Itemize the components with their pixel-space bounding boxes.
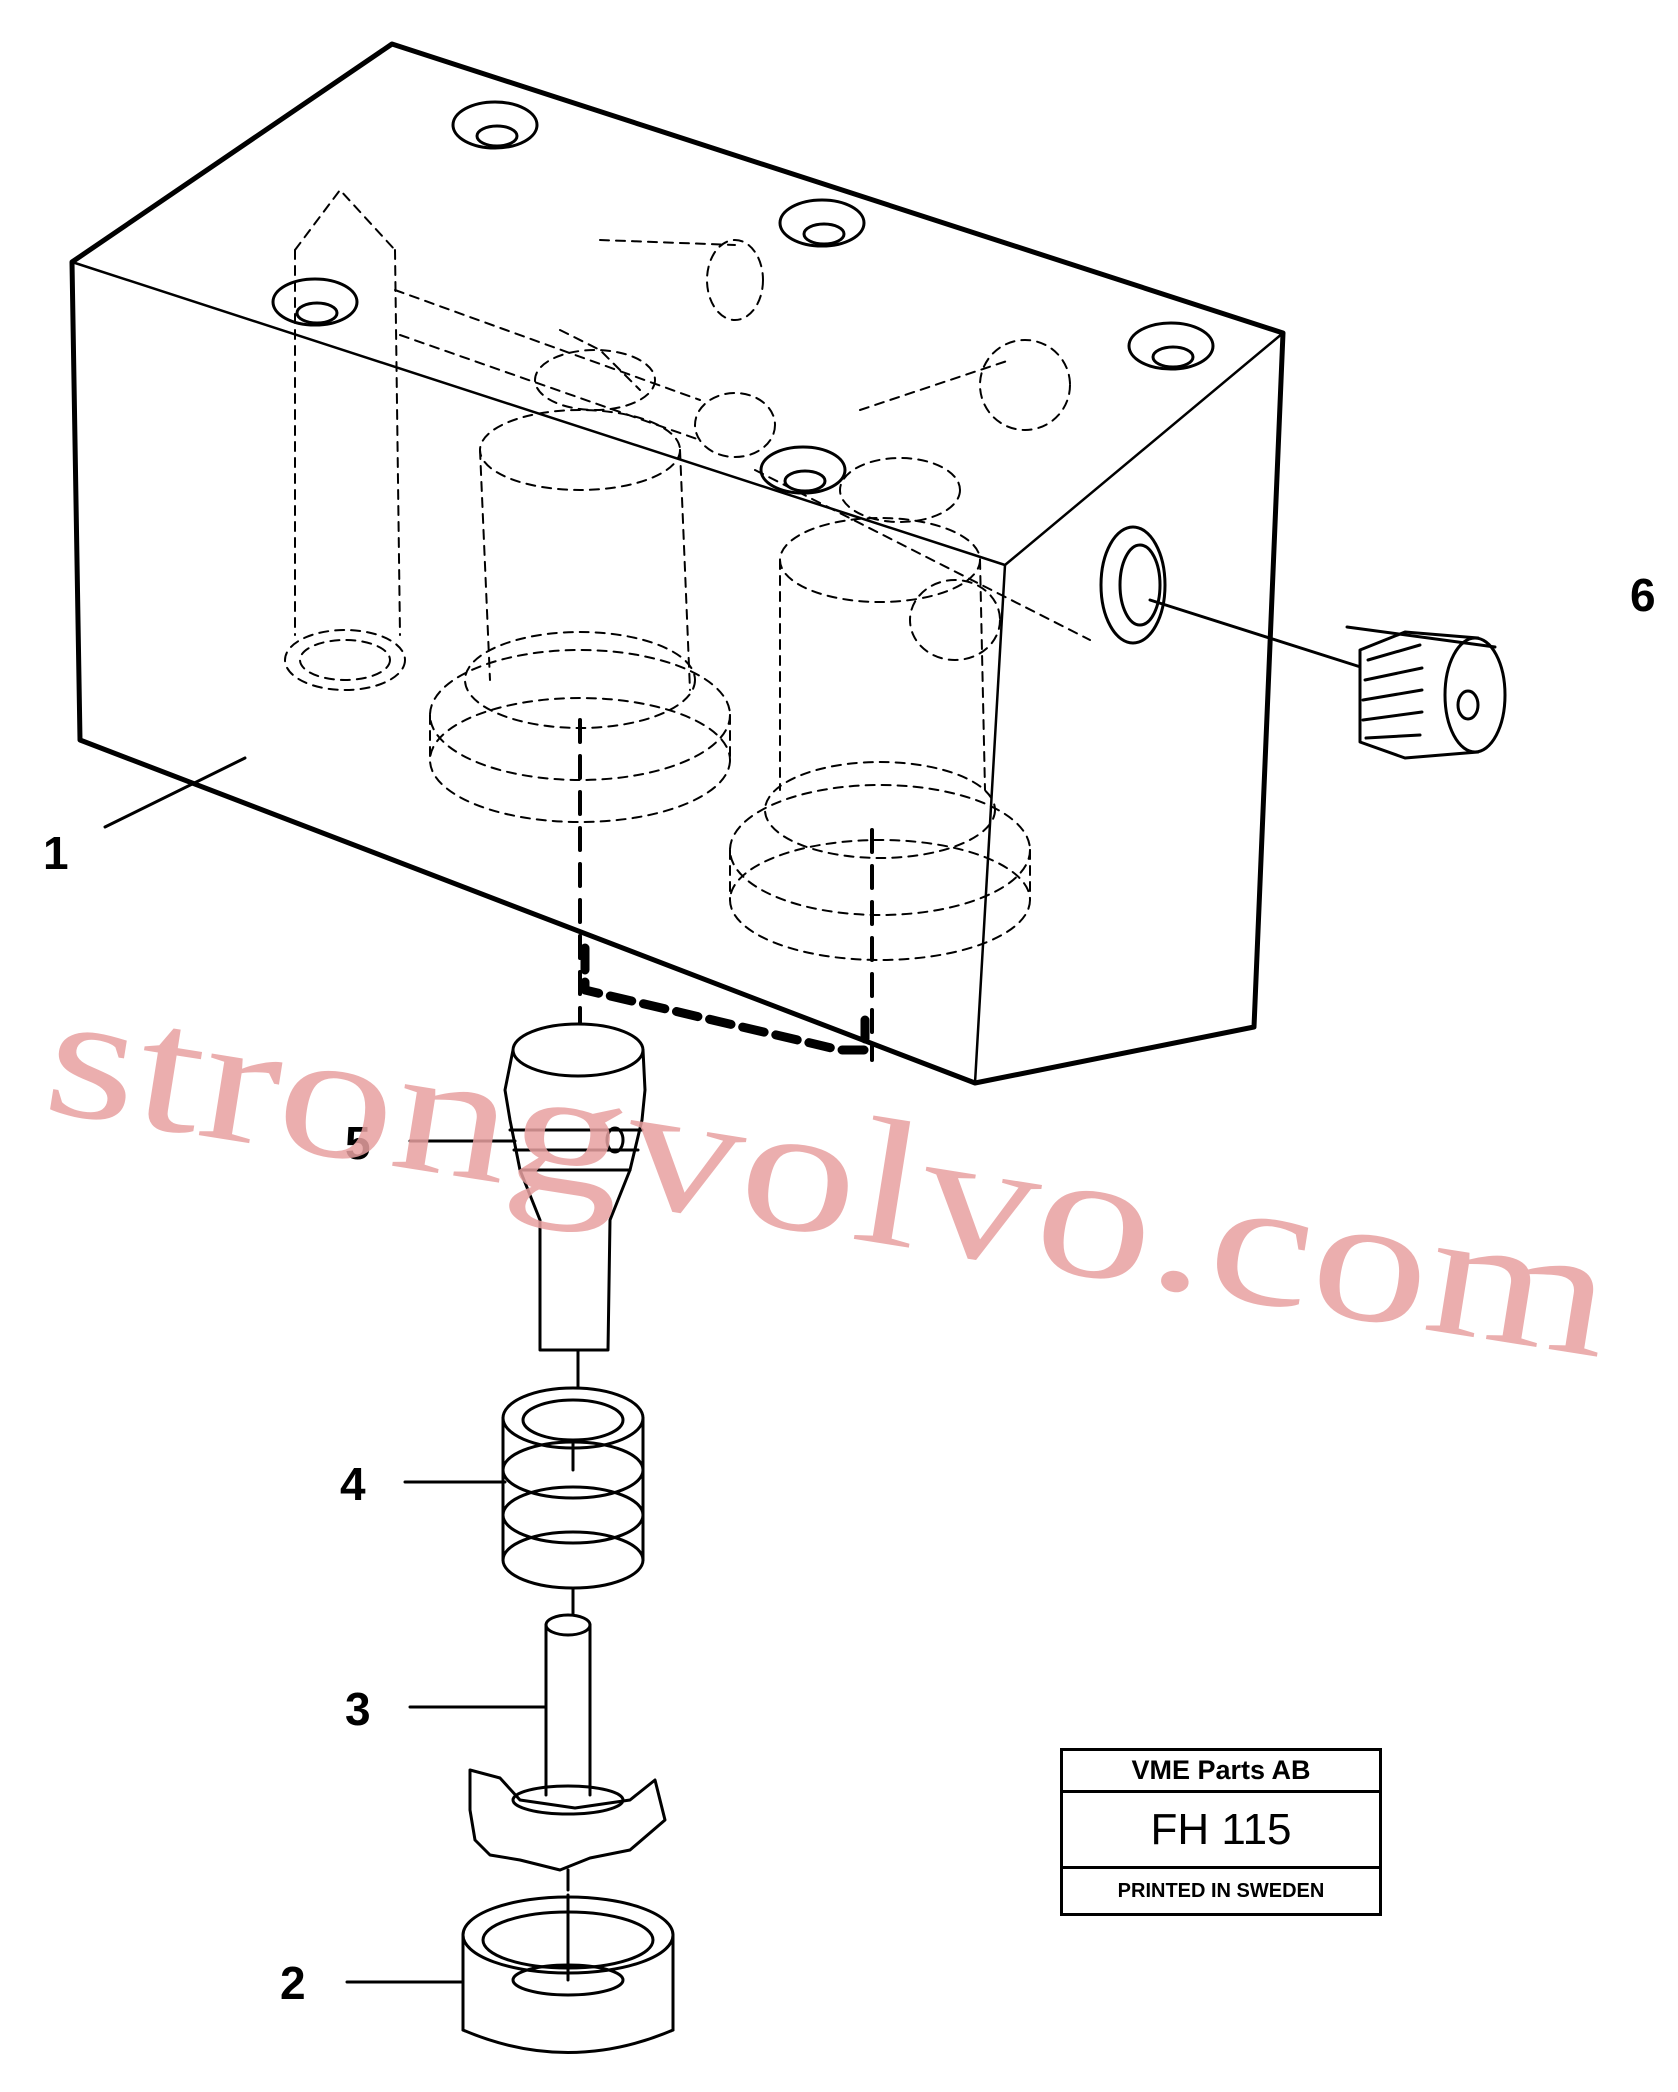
cup [461, 1893, 675, 2054]
title-block-code: FH 115 [1063, 1793, 1379, 1869]
top-ports [271, 100, 1215, 495]
title-block: VME Parts AB FH 115 PRINTED IN SWEDEN [1060, 1748, 1382, 1916]
pin [468, 1613, 667, 1892]
callout-3: 3 [345, 1683, 371, 1735]
title-block-printed: PRINTED IN SWEDEN [1117, 1879, 1325, 1902]
callout-5: 5 [345, 1117, 371, 1169]
poppet [503, 1022, 647, 1422]
plug [1358, 630, 1507, 760]
title-block-company: VME Parts AB [1063, 1751, 1379, 1793]
callout-4: 4 [340, 1458, 366, 1510]
spring [501, 1386, 645, 1622]
callout-2: 2 [280, 1957, 306, 2009]
valve-block [69, 41, 1372, 1086]
side-port [1099, 525, 1167, 645]
callout-6: 6 [1630, 569, 1656, 621]
callout-1: 1 [43, 827, 69, 879]
hidden-bores [284, 189, 1091, 961]
leader-lines [103, 625, 1497, 1984]
